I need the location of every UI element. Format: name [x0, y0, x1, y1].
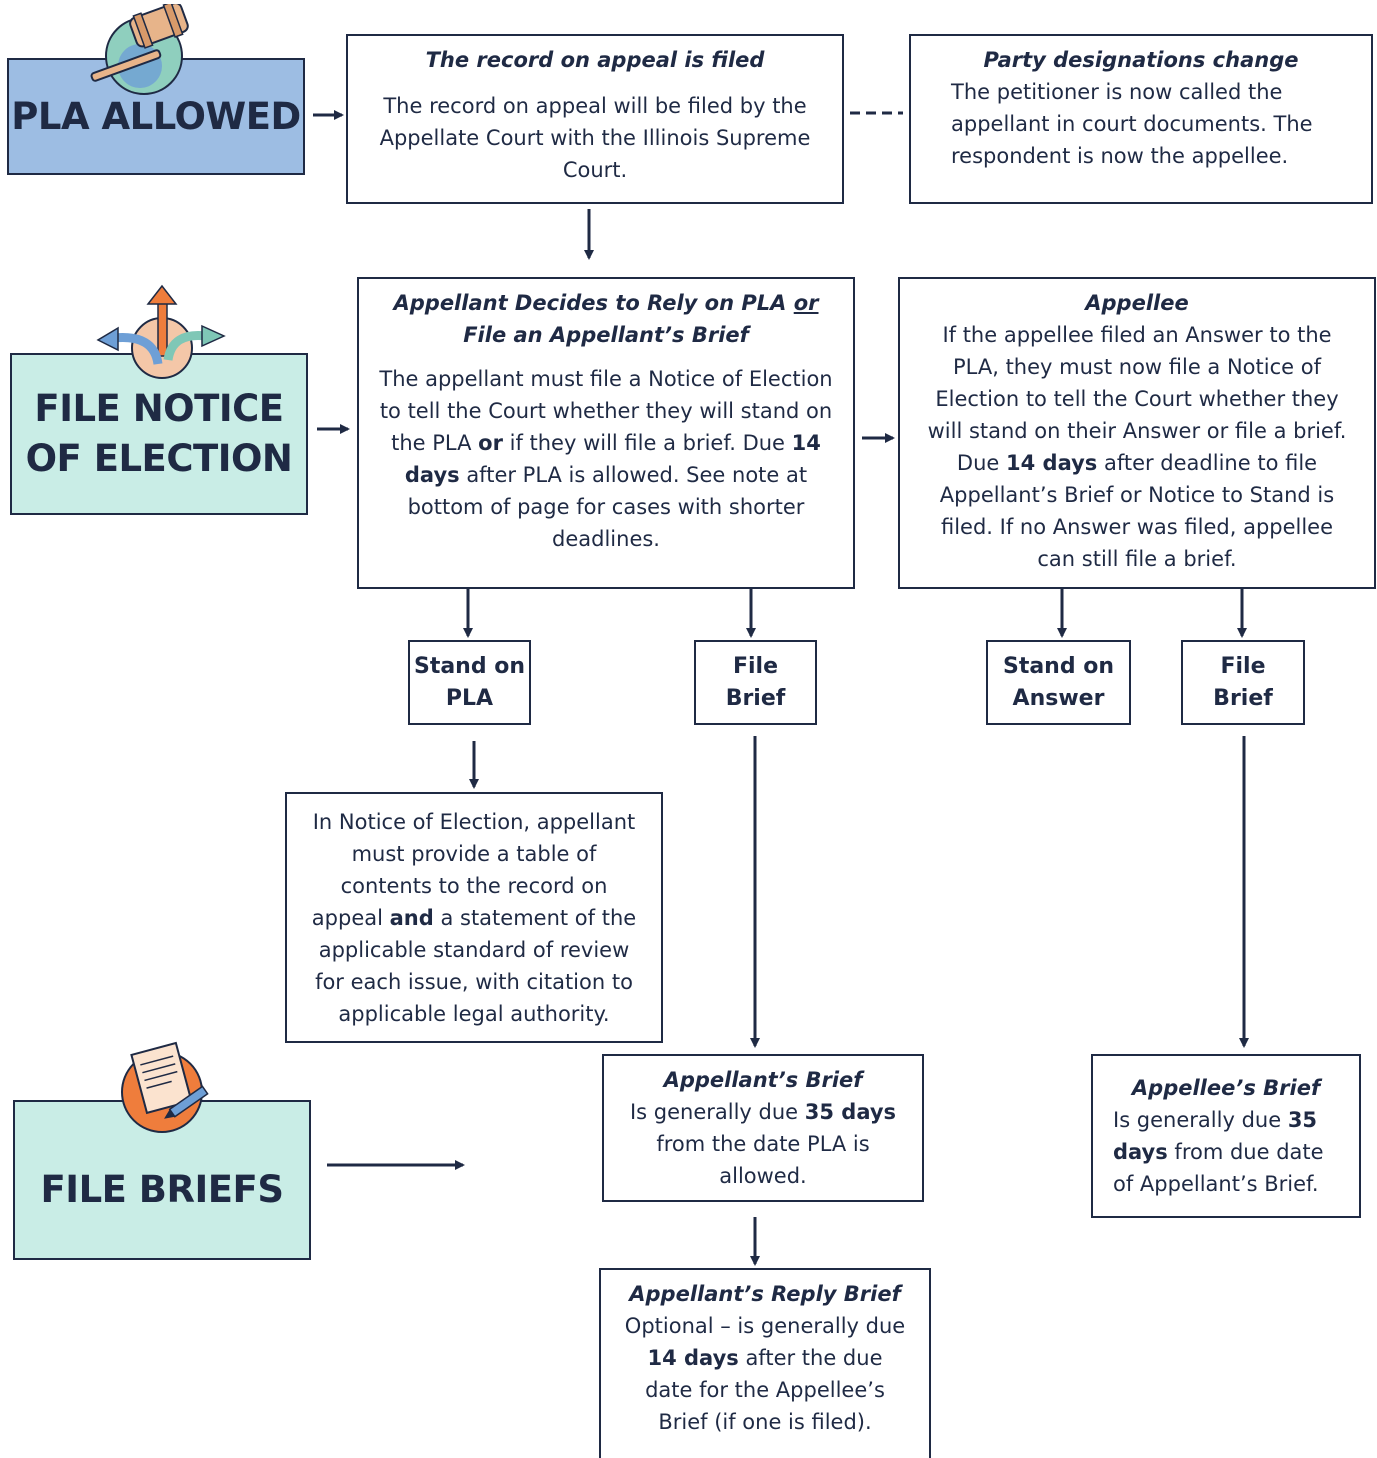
appellant-decides-body-2: if they will file a brief. Due	[502, 431, 792, 455]
appellant-brief-box: Appellant’s Brief Is generally due 35 da…	[602, 1054, 924, 1202]
appellant-decides-body-or: or	[478, 431, 503, 455]
appellant-decides-title-part1: Appellant Decides to Rely on PLA	[393, 291, 794, 315]
appellee-title: Appellee	[1085, 291, 1189, 315]
party-designations-body: The petitioner is now called the appella…	[951, 80, 1313, 168]
stand-on-pla-label: Stand on PLA	[413, 653, 526, 711]
record-on-appeal-title: The record on appeal is filed	[425, 48, 765, 72]
appellant-brief-body-2: from the date PLA is allowed.	[656, 1132, 870, 1188]
appellant-brief-body: Is generally due 35 days from the date P…	[628, 1096, 898, 1192]
reply-brief-body-days: 14 days	[647, 1346, 739, 1370]
record-on-appeal-box: The record on appeal is filed The record…	[346, 34, 844, 204]
notice-requirements-box: In Notice of Election, appellant must pr…	[285, 792, 663, 1043]
document-pen-icon	[121, 1041, 209, 1133]
file-brief-appellant-label: File Brief	[725, 653, 786, 711]
appellant-decides-title: Appellant Decides to Rely on PLA or File…	[377, 287, 835, 351]
appellant-decides-body-days: 14 days	[404, 431, 821, 487]
stage-file-briefs-label: FILE BRIEFS	[40, 1168, 284, 1211]
party-designations-title: Party designations change	[983, 48, 1299, 72]
appellant-brief-body-1: Is generally due	[629, 1100, 805, 1124]
notice-requirements-body-2: a statement of the applicable standard o…	[315, 905, 637, 1026]
appellee-brief-body: Is generally due 35 days from due date o…	[1113, 1104, 1339, 1200]
stage-file-notice-label: FILE NOTICE OF ELECTION	[25, 387, 293, 480]
reply-brief-body-1: Optional – is generally due	[624, 1314, 906, 1338]
notice-requirements-body-1: In Notice of Election, appellant must pr…	[311, 809, 636, 930]
stand-on-answer-label: Stand on Answer	[1002, 653, 1115, 711]
stand-on-pla-box: Stand on PLA	[408, 640, 531, 725]
appellant-decides-title-part2: File an Appellant’s Brief	[463, 323, 749, 347]
stage-file-notice: FILE NOTICE OF ELECTION	[10, 353, 308, 515]
reply-brief-body: Optional – is generally due 14 days afte…	[621, 1310, 909, 1438]
appellant-decides-body-1: The appellant must file a Notice of Elec…	[379, 367, 833, 455]
appellee-brief-box: Appellee’s Brief Is generally due 35 day…	[1091, 1054, 1361, 1218]
reply-brief-title: Appellant’s Reply Brief	[629, 1282, 901, 1306]
stage-file-briefs: FILE BRIEFS	[13, 1100, 311, 1260]
stage-pla-allowed-label: PLA ALLOWED	[11, 94, 301, 138]
appellee-brief-body-2: from due date of Appellant’s Brief.	[1113, 1140, 1324, 1196]
appellee-brief-body-1: Is generally due	[1113, 1108, 1288, 1132]
notice-requirements-body-and: and	[389, 905, 434, 930]
appellee-body-1: If the appellee filed an Answer to the P…	[927, 323, 1347, 475]
appellant-decides-body: The appellant must file a Notice of Elec…	[377, 363, 835, 555]
record-on-appeal-body: The record on appeal will be filed by th…	[379, 94, 811, 182]
reply-brief-body-2: after the due date for the Appellee’s Br…	[645, 1346, 885, 1434]
appellee-brief-body-days: 35 days	[1113, 1108, 1318, 1164]
appellant-brief-body-days: 35 days	[804, 1100, 897, 1124]
appellee-box: Appellee If the appellee filed an Answer…	[898, 277, 1376, 589]
appellee-brief-title: Appellee’s Brief	[1131, 1076, 1321, 1100]
appellee-body-2: after deadline to file Appellant’s Brief…	[939, 451, 1335, 571]
appellant-brief-title: Appellant’s Brief	[663, 1068, 863, 1092]
gavel-icon	[90, 4, 189, 95]
direction-arrows-icon	[96, 284, 226, 379]
file-brief-appellee-label: File Brief	[1213, 653, 1273, 711]
appellant-decides-title-or: or	[793, 291, 819, 315]
file-brief-appellant-box: File Brief	[694, 640, 817, 725]
reply-brief-box: Appellant’s Reply Brief Optional – is ge…	[599, 1268, 931, 1458]
party-designations-box: Party designations change The petitioner…	[909, 34, 1373, 204]
appellee-body: If the appellee filed an Answer to the P…	[920, 319, 1354, 575]
appellant-decides-box: Appellant Decides to Rely on PLA or File…	[357, 277, 855, 589]
notice-requirements-body: In Notice of Election, appellant must pr…	[307, 806, 641, 1030]
appellant-decides-body-3: after PLA is allowed. See note at bottom…	[407, 463, 808, 551]
appellee-body-days: 14 days	[1006, 451, 1098, 475]
file-brief-appellee-box: File Brief	[1181, 640, 1305, 725]
stand-on-answer-box: Stand on Answer	[986, 640, 1131, 725]
